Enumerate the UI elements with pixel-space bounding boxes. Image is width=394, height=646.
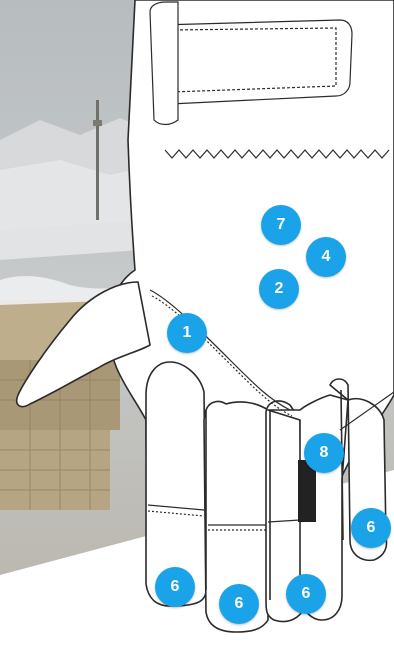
marker-1[interactable]: 1	[167, 313, 207, 353]
marker-6-index[interactable]: 6	[155, 567, 195, 607]
marker-label: 8	[320, 444, 329, 462]
marker-label: 6	[235, 595, 244, 613]
marker-7[interactable]: 7	[261, 205, 301, 245]
marker-4[interactable]: 4	[306, 237, 346, 277]
marker-6-ring[interactable]: 6	[286, 574, 326, 614]
marker-label: 6	[171, 578, 180, 596]
marker-label: 6	[367, 519, 376, 537]
marker-6-little[interactable]: 6	[351, 508, 391, 548]
marker-label: 7	[277, 216, 286, 234]
marker-8[interactable]: 8	[304, 433, 344, 473]
marker-label: 1	[183, 324, 192, 342]
marker-label: 4	[322, 248, 331, 266]
marker-label: 6	[302, 585, 311, 603]
marker-6-middle[interactable]: 6	[219, 584, 259, 624]
marker-label: 2	[275, 280, 284, 298]
marker-2[interactable]: 2	[259, 269, 299, 309]
